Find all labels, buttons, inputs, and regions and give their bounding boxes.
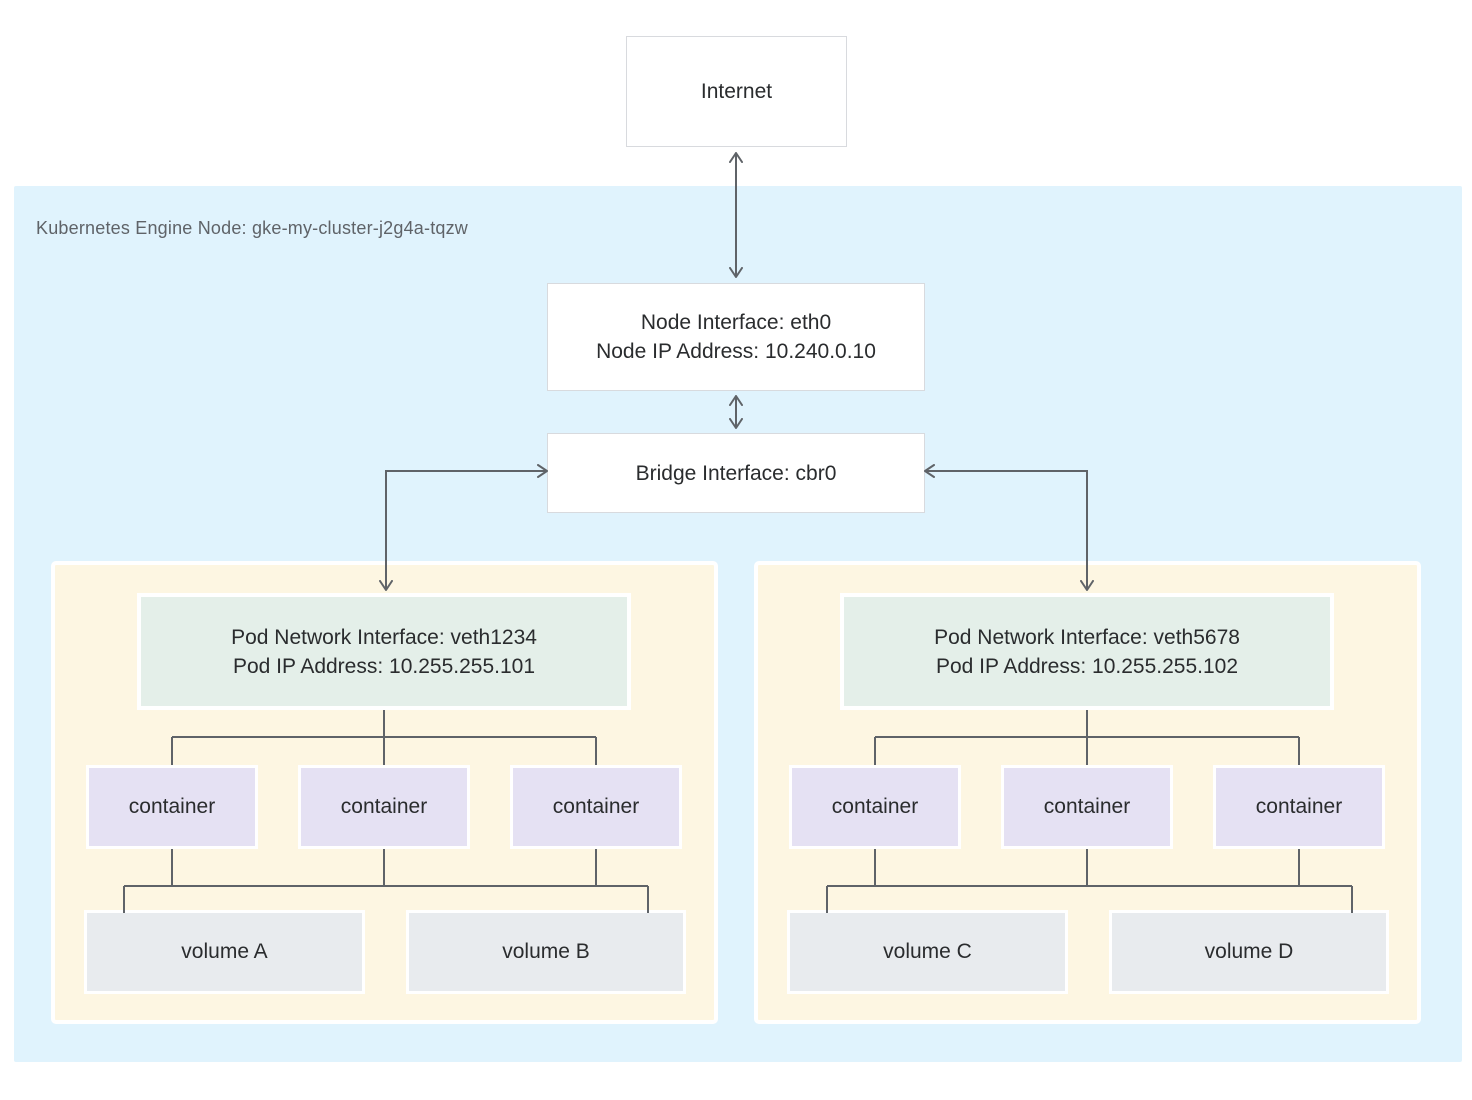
container-box: container xyxy=(86,765,258,849)
volume-box-c: volume C xyxy=(787,910,1068,994)
pod-interface-line2: Pod IP Address: 10.255.255.101 xyxy=(232,654,536,678)
internet-box: Internet xyxy=(626,36,847,147)
container-box: container xyxy=(1213,765,1385,849)
volume-label: volume B xyxy=(502,940,590,963)
volume-label: volume C xyxy=(883,940,972,963)
bridge-interface-label: Bridge Interface: cbr0 xyxy=(635,461,837,485)
volume-label: volume A xyxy=(181,940,268,963)
node-interface-line2: Node IP Address: 10.240.0.10 xyxy=(596,340,876,363)
container-box: container xyxy=(510,765,682,849)
volume-box-a: volume A xyxy=(84,910,365,994)
volume-box-b: volume B xyxy=(406,910,686,994)
node-interface-line1: Node Interface: eth0 xyxy=(640,311,832,334)
container-label: container xyxy=(831,795,919,818)
container-label: container xyxy=(340,795,428,818)
pod-network-interface-box-right: Pod Network Interface: veth5678 Pod IP A… xyxy=(840,593,1334,710)
pod-interface-line1: Pod Network Interface: veth5678 xyxy=(934,625,1240,649)
volume-box-d: volume D xyxy=(1109,910,1389,994)
container-label: container xyxy=(128,795,216,818)
bridge-interface-box: Bridge Interface: cbr0 xyxy=(547,433,925,513)
pod-network-interface-box-left: Pod Network Interface: veth1234 Pod IP A… xyxy=(137,593,631,710)
volume-label: volume D xyxy=(1204,940,1294,963)
pod-interface-line1: Pod Network Interface: veth1234 xyxy=(231,625,537,649)
container-box: container xyxy=(789,765,961,849)
container-label: container xyxy=(552,795,640,818)
pod-interface-line2: Pod IP Address: 10.255.255.102 xyxy=(935,654,1239,678)
container-box: container xyxy=(298,765,470,849)
container-label: container xyxy=(1043,795,1131,818)
node-region-label: Kubernetes Engine Node: gke-my-cluster-j… xyxy=(36,218,469,238)
container-box: container xyxy=(1001,765,1173,849)
internet-label: Internet xyxy=(700,80,773,103)
container-label: container xyxy=(1255,795,1343,818)
node-interface-box: Node Interface: eth0 Node IP Address: 10… xyxy=(547,283,925,391)
